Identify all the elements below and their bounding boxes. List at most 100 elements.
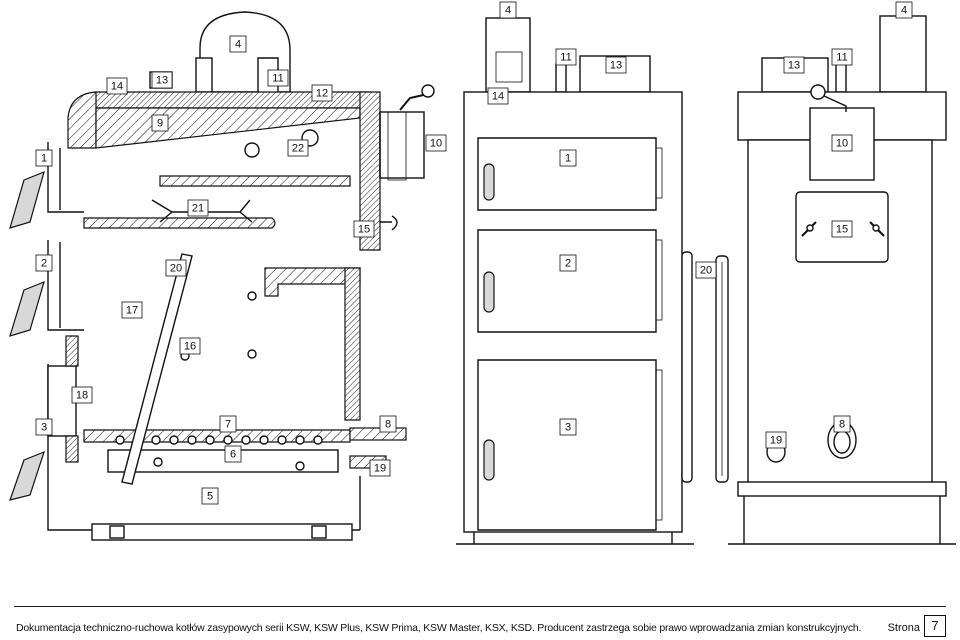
cross-section-callout-1: 1	[35, 149, 53, 167]
callout-number: 8	[839, 419, 845, 431]
footer-rule	[14, 606, 946, 607]
callout-number: 9	[157, 118, 163, 130]
rear-view-callout-13: 13	[783, 56, 805, 74]
callout-box	[311, 84, 333, 102]
callout-number: 16	[184, 341, 196, 353]
cross-section-callout-5: 5	[201, 487, 219, 505]
rear-view-callout-4: 4	[895, 1, 913, 19]
callout-number: 10	[836, 138, 848, 150]
callout-box	[831, 220, 853, 238]
callout-number: 3	[41, 422, 47, 434]
callout-number: 1	[41, 153, 47, 165]
cross-section-callout-9: 9	[151, 114, 169, 132]
callout-number: 21	[192, 203, 204, 215]
callout-box	[287, 139, 309, 157]
callout-number: 5	[207, 491, 213, 503]
page-label: Strona	[887, 622, 920, 634]
footer-document-title: Dokumentacja techniczno-ruchowa kotłów z…	[16, 622, 862, 634]
callout-number: 11	[836, 52, 847, 64]
callout-box	[121, 301, 143, 319]
callout-box	[605, 56, 627, 74]
cross-section-callout-21: 21	[187, 199, 209, 217]
callout-number: 13	[610, 60, 622, 72]
cross-section-callout-18: 18	[71, 386, 93, 404]
callout-box	[224, 445, 242, 463]
callout-number: 18	[76, 390, 88, 402]
front-view-callout-2: 2	[559, 254, 577, 272]
callout-number: 4	[505, 5, 511, 17]
callout-number: 22	[292, 143, 304, 155]
callout-number: 14	[111, 81, 123, 93]
callout-box	[559, 254, 577, 272]
callout-number: 14	[492, 91, 504, 103]
callout-number: 6	[230, 449, 236, 461]
cross-section-callout-11: 11	[267, 69, 289, 87]
callout-box	[35, 149, 53, 167]
callout-number: 15	[836, 224, 848, 236]
callout-box	[229, 35, 247, 53]
front-view-callout-20: 20	[695, 261, 717, 279]
callout-box	[425, 134, 447, 152]
callout-box	[831, 134, 853, 152]
callout-box	[151, 71, 173, 89]
rear-view-callout-11: 11	[831, 48, 853, 66]
front-view-callout-11: 11	[555, 48, 577, 66]
callout-number: 11	[560, 52, 571, 64]
rear-view-callout-8: 8	[833, 415, 851, 433]
rear-view	[728, 15, 956, 545]
cross-section-callout-22: 22	[287, 139, 309, 157]
cross-section-callout-8: 8	[379, 415, 397, 433]
callout-number: 8	[385, 419, 391, 431]
callout-box	[71, 386, 93, 404]
cross-section-callout-14: 14	[106, 77, 128, 95]
rear-view-callout-15: 15	[831, 220, 853, 238]
callout-box	[35, 418, 53, 436]
callout-box	[831, 48, 853, 66]
callout-box	[765, 431, 787, 449]
cross-section-callout-4: 4	[229, 35, 247, 53]
cross-section-callout-6: 6	[224, 445, 242, 463]
callout-box	[695, 261, 717, 279]
callout-number: 3	[565, 422, 571, 434]
cross-section-callout-7: 7	[219, 415, 237, 433]
callout-box	[487, 87, 509, 105]
front-view-callout-14: 14	[487, 87, 509, 105]
callout-number: 20	[170, 263, 182, 275]
callout-number: 12	[316, 88, 328, 100]
cleaning-tools	[681, 251, 729, 483]
cross-section-callout-16: 16	[179, 337, 201, 355]
callout-number: 15	[358, 224, 370, 236]
callout-box	[179, 337, 201, 355]
callout-number: 20	[700, 265, 712, 277]
cross-section-callout-17: 17	[121, 301, 143, 319]
callout-box	[219, 415, 237, 433]
callout-number: 13	[788, 60, 800, 72]
callout-number: 4	[901, 5, 907, 17]
callout-box	[833, 415, 851, 433]
callout-box	[379, 415, 397, 433]
callout-box	[165, 259, 187, 277]
callout-number: 11	[272, 73, 283, 85]
boiler-technical-drawing: 1234567891011121314151617181920212212341…	[9, 1, 956, 545]
cross-section-callout-3: 3	[35, 418, 53, 436]
callout-number: 13	[156, 75, 168, 87]
callout-number: 7	[225, 419, 231, 431]
cross-section-callout-13: 13	[151, 71, 173, 89]
callout-number: 2	[41, 258, 47, 270]
cross-section-callout-10: 10	[425, 134, 447, 152]
callout-box	[559, 418, 577, 436]
callout-box	[895, 1, 913, 19]
callout-box	[187, 199, 209, 217]
callout-box	[783, 56, 805, 74]
callout-number: 19	[374, 463, 386, 475]
callout-box	[499, 1, 517, 19]
callout-box	[151, 114, 169, 132]
front-view-callout-1: 1	[559, 149, 577, 167]
callout-box	[106, 77, 128, 95]
page-number: 7	[924, 615, 946, 637]
callout-box	[35, 254, 53, 272]
rear-view-callout-10: 10	[831, 134, 853, 152]
callout-box	[559, 149, 577, 167]
callout-number: 4	[235, 39, 241, 51]
cross-section-view	[9, 11, 435, 541]
